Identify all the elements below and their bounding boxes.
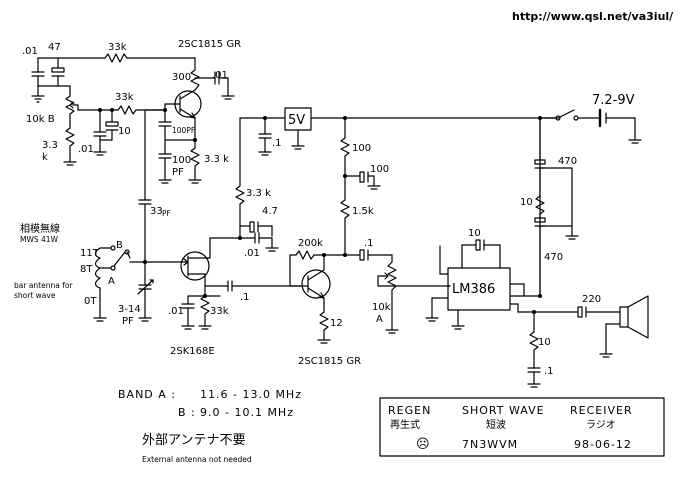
- regen-control-network: [31, 53, 196, 166]
- label-c470-top: 470: [558, 156, 577, 167]
- title-regen: REGEN: [388, 404, 431, 417]
- label-q3: 2SC1815 GR: [298, 356, 361, 367]
- label-regulator: 5V: [288, 113, 305, 128]
- lm386-amplifier: [425, 117, 621, 388]
- label-ic: LM386: [452, 282, 495, 297]
- label-r33-k: k: [42, 152, 48, 163]
- label-r33k-q1: 3.3 k: [204, 154, 229, 165]
- label-c01-left: .01: [22, 46, 38, 57]
- external-antenna-en: External antenna not needed: [142, 455, 252, 464]
- title-callsign: 7N3WVM: [462, 438, 518, 451]
- label-c10-ic: 10: [468, 228, 481, 239]
- label-r33k-src: 33k: [210, 306, 229, 317]
- antenna-tap-0t: 0T: [84, 296, 97, 307]
- label-vol-a: A: [376, 314, 383, 325]
- label-r10-supply: 10: [520, 197, 533, 208]
- antenna-labels: 相模無線 MWS 41W bar antenna for short wave …: [14, 222, 123, 307]
- component-labels: .01 47 33k 10k B 3.3 k .01 33k 10 2SC181…: [22, 39, 635, 377]
- label-c100pf-b-unit: PF: [172, 167, 184, 178]
- title-block-frame: [379, 397, 665, 457]
- label-c470-bot: 470: [544, 252, 563, 263]
- q2-drain-network: [209, 185, 279, 253]
- label-vol: 10k: [372, 302, 391, 313]
- band-info: BAND A : 11.6 - 13.0 MHz B : 9.0 - 10.1 …: [118, 388, 302, 464]
- regulator-5v: [194, 57, 561, 187]
- antenna-title-jp: 相模無線: [20, 222, 60, 235]
- label-c1-couple: .1: [240, 292, 250, 303]
- antenna-model: MWS 41W: [20, 235, 59, 244]
- title-regen-jp: 再生式: [390, 418, 420, 431]
- label-r12: 12: [330, 318, 343, 329]
- label-c01-drain: .01: [244, 248, 260, 259]
- q1-transistor: [138, 57, 235, 263]
- label-supply-voltage: 7.2-9V: [592, 93, 635, 108]
- label-c33pf-unit: PF: [162, 209, 171, 218]
- label-r10-zobel: 10: [538, 337, 551, 348]
- band-b-label: B :: [178, 406, 196, 419]
- label-c1-q3: .1: [364, 238, 374, 249]
- label-c01-q1: .01: [212, 70, 228, 81]
- label-c01-src: .01: [168, 306, 184, 317]
- bar-antenna-coil: [93, 245, 177, 322]
- label-c314pf-unit: PF: [122, 316, 134, 327]
- label-c47: 47: [48, 42, 61, 53]
- label-c1-zobel: .1: [544, 366, 554, 377]
- label-r15k: 1.5k: [352, 206, 374, 217]
- label-r200k: 200k: [298, 238, 323, 249]
- label-c220: 220: [582, 294, 601, 305]
- label-c01-b: .01: [78, 144, 94, 155]
- band-a-range: 11.6 - 13.0 MHz: [200, 388, 302, 401]
- label-r33k-top: 33k: [108, 42, 127, 53]
- title-shortwave-jp: 短波: [486, 418, 506, 431]
- q2-fet: [175, 251, 301, 330]
- label-c314pf: 3-14: [118, 304, 141, 315]
- q3-transistor: [289, 249, 451, 344]
- label-r100: 100: [352, 143, 371, 154]
- source-url: http://www.qsl.net/va3iul/: [512, 10, 674, 23]
- band-b-range: 9.0 - 10.1 MHz: [200, 406, 294, 419]
- power-switch-battery: [539, 108, 642, 144]
- label-q1: 2SC1815 GR: [178, 39, 241, 50]
- label-r10kb: 10k B: [26, 114, 55, 125]
- speaker: [599, 295, 649, 358]
- label-q2: 2SK168E: [170, 346, 215, 357]
- antenna-tap-11t: 11T: [80, 248, 100, 259]
- label-r33k-mid: 33k: [115, 92, 134, 103]
- label-c1-reg: .1: [272, 138, 282, 149]
- label-c10-mid: 10: [118, 126, 131, 137]
- title-receiver-jp: ラジオ: [586, 419, 616, 431]
- antenna-tap-8t: 8T: [80, 264, 93, 275]
- label-c33pf: 33: [150, 206, 163, 217]
- external-antenna-jp: 外部アンテナ不要: [142, 433, 245, 448]
- title-date: 98-06-12: [574, 438, 632, 451]
- label-c100-right: 100: [370, 164, 389, 175]
- title-block: REGEN 再生式 SHORT WAVE 短波 RECEIVER ラジオ ☹ 7…: [388, 404, 633, 452]
- label-r33: 3.3: [42, 140, 58, 151]
- antenna-pos-a: A: [108, 276, 115, 287]
- supply-filter: [534, 117, 579, 298]
- band-a-label: BAND A :: [118, 388, 176, 401]
- label-r33k-drain: 3.3 k: [246, 188, 271, 199]
- antenna-note-line2: short wave: [14, 291, 56, 300]
- label-c100pf-a: 100PF: [172, 126, 195, 135]
- title-shortwave: SHORT WAVE: [462, 404, 545, 417]
- title-receiver: RECEIVER: [570, 404, 633, 417]
- audio-bias-chain: [340, 117, 381, 257]
- antenna-note-line1: bar antenna for: [14, 281, 73, 290]
- title-face-icon: ☹: [416, 437, 430, 452]
- label-r300: 300: [172, 72, 191, 83]
- label-c47-drain: 4.7: [262, 206, 278, 217]
- label-c100pf-b: 100: [172, 155, 191, 166]
- antenna-pos-b: B: [116, 240, 123, 251]
